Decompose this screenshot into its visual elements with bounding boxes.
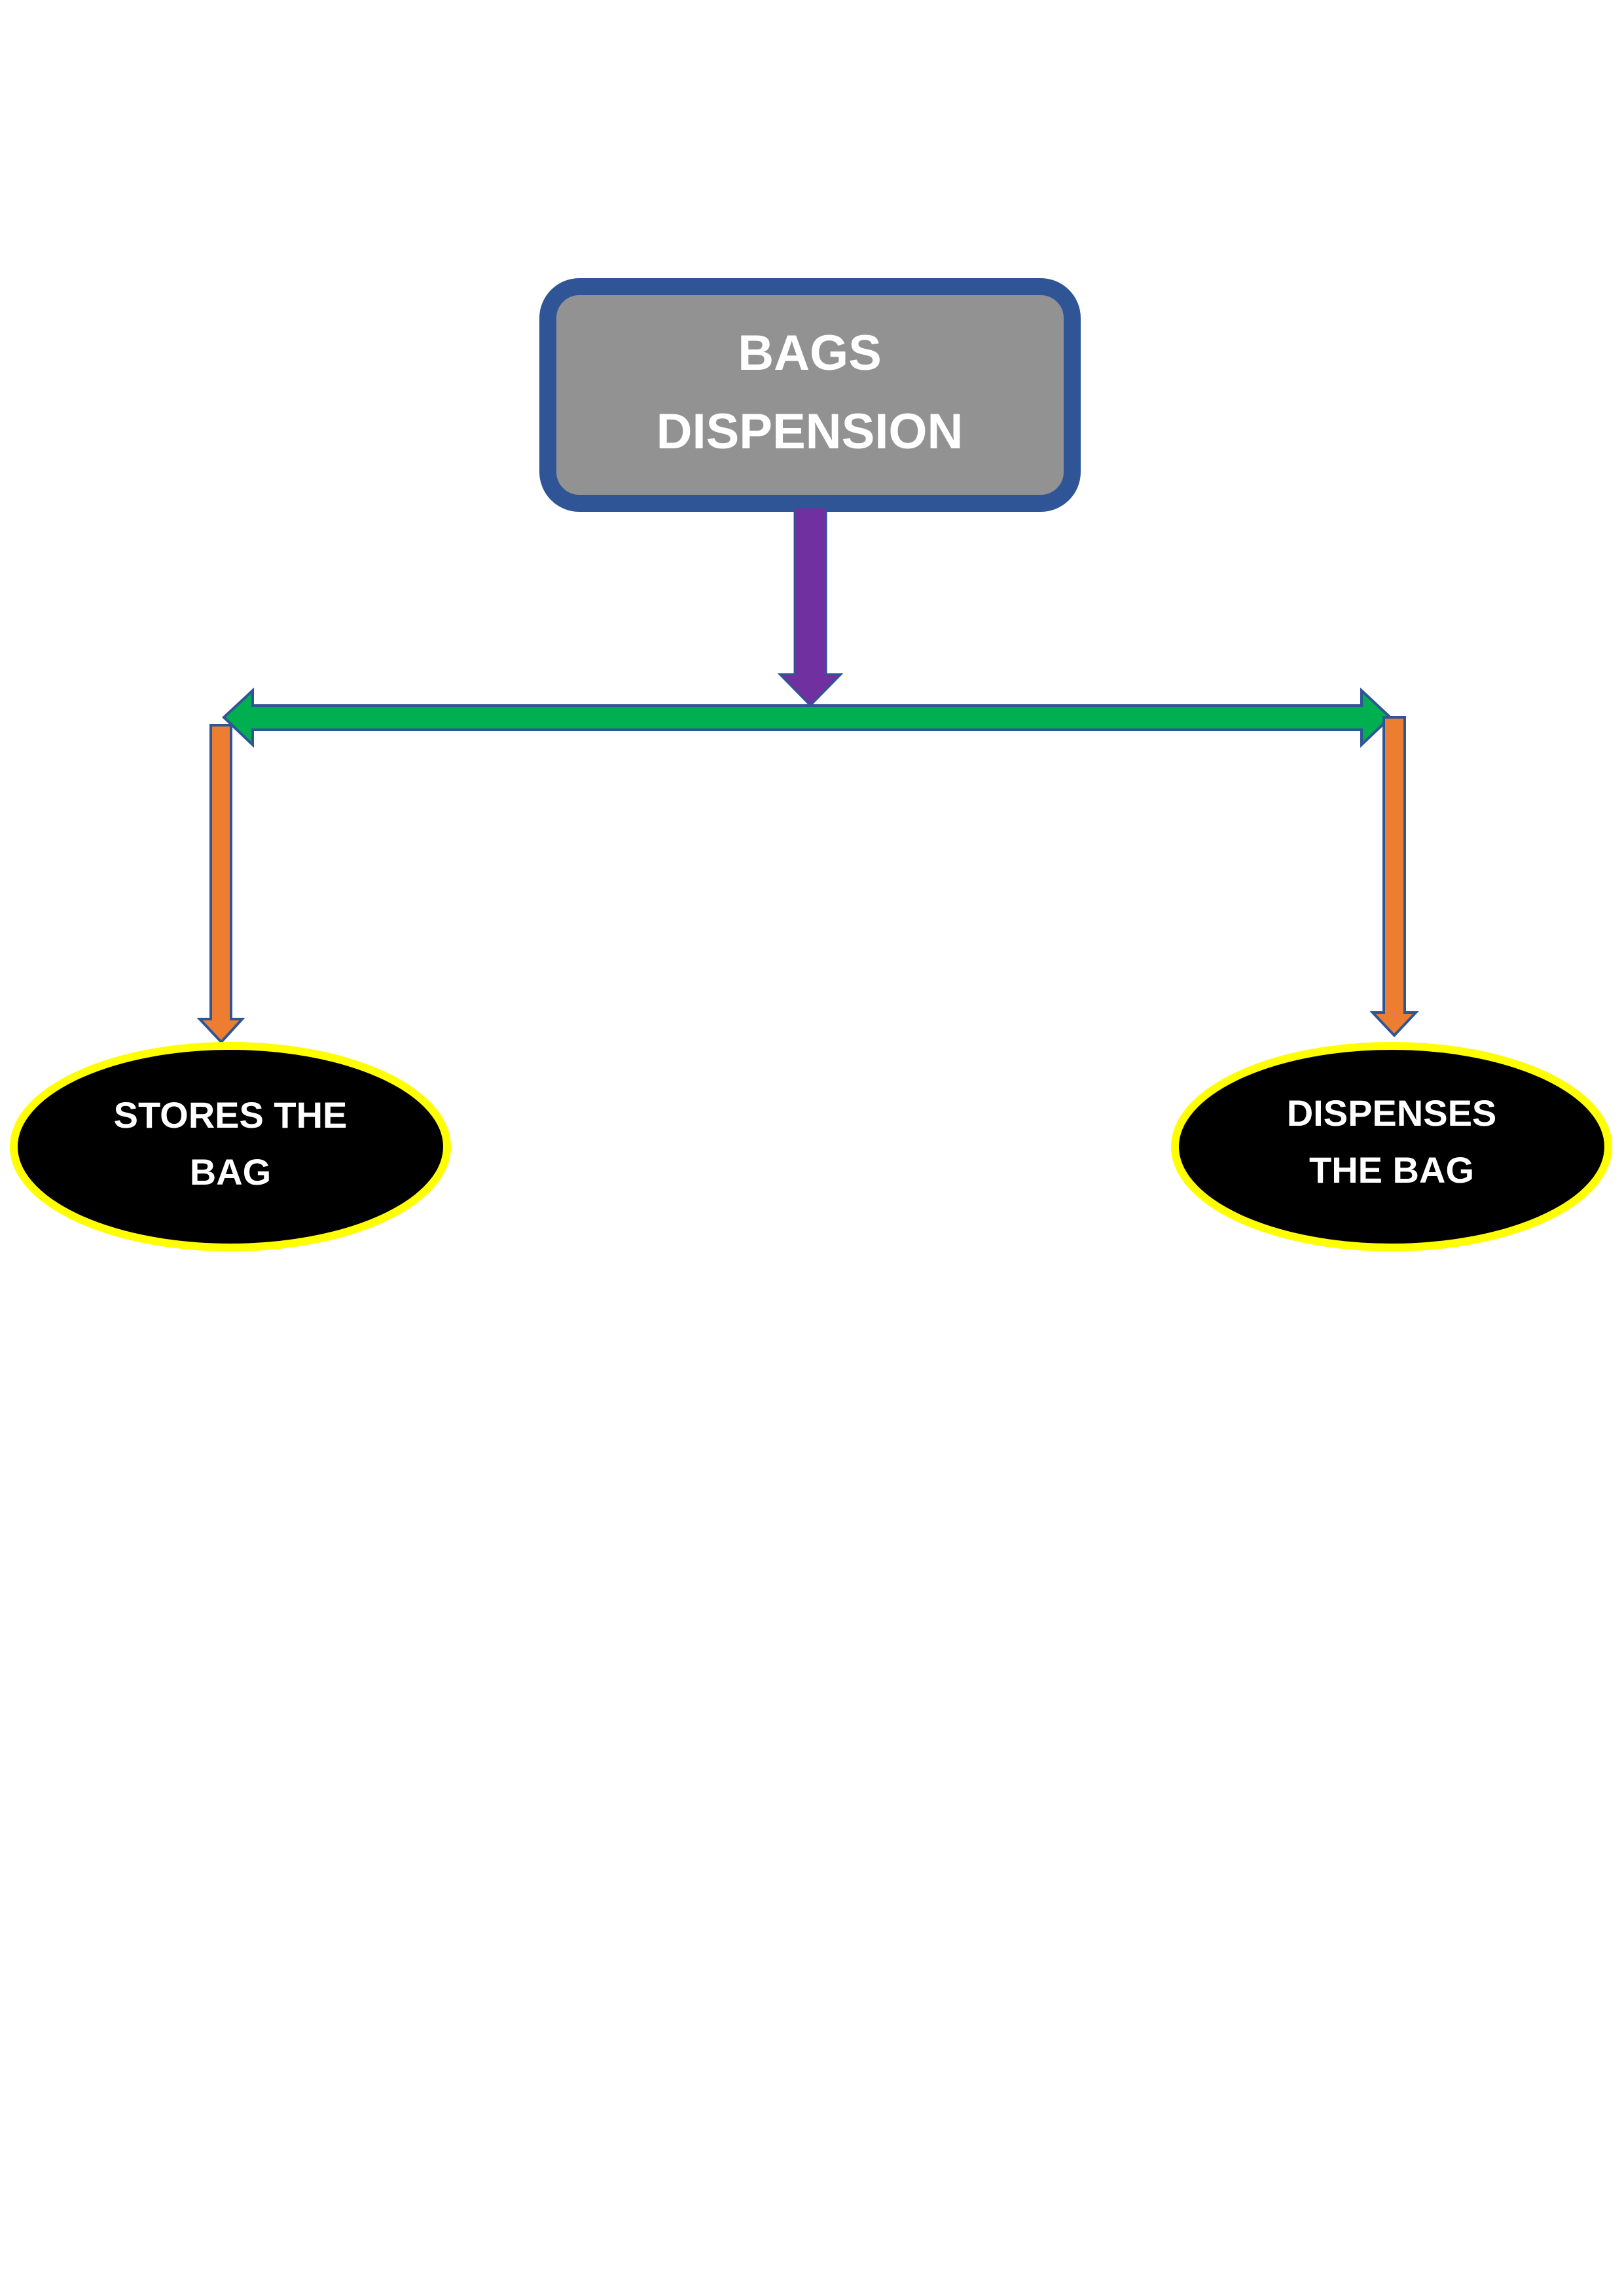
left-node-ellipse [10, 1042, 451, 1251]
right-branch-arrow [1369, 716, 1419, 1037]
right-node-label-line1: DISPENSES [1287, 1092, 1497, 1134]
right-node-label-line2: THE BAG [1309, 1149, 1474, 1191]
down-arrow [777, 506, 844, 708]
right-node-ellipse [1171, 1042, 1612, 1251]
root-label-line2: DISPENSION [657, 404, 964, 459]
left-branch-arrow [196, 724, 245, 1044]
left-node: STORES THE BAG [10, 1042, 451, 1251]
left-node-label-line2: BAG [190, 1151, 271, 1193]
left-node-label-line1: STORES THE [114, 1094, 348, 1136]
right-node: DISPENSES THE BAG [1171, 1042, 1612, 1251]
root-box [539, 278, 1081, 512]
root-node: BAGS DISPENSION [539, 278, 1081, 512]
root-label-line1: BAGS [738, 325, 882, 381]
